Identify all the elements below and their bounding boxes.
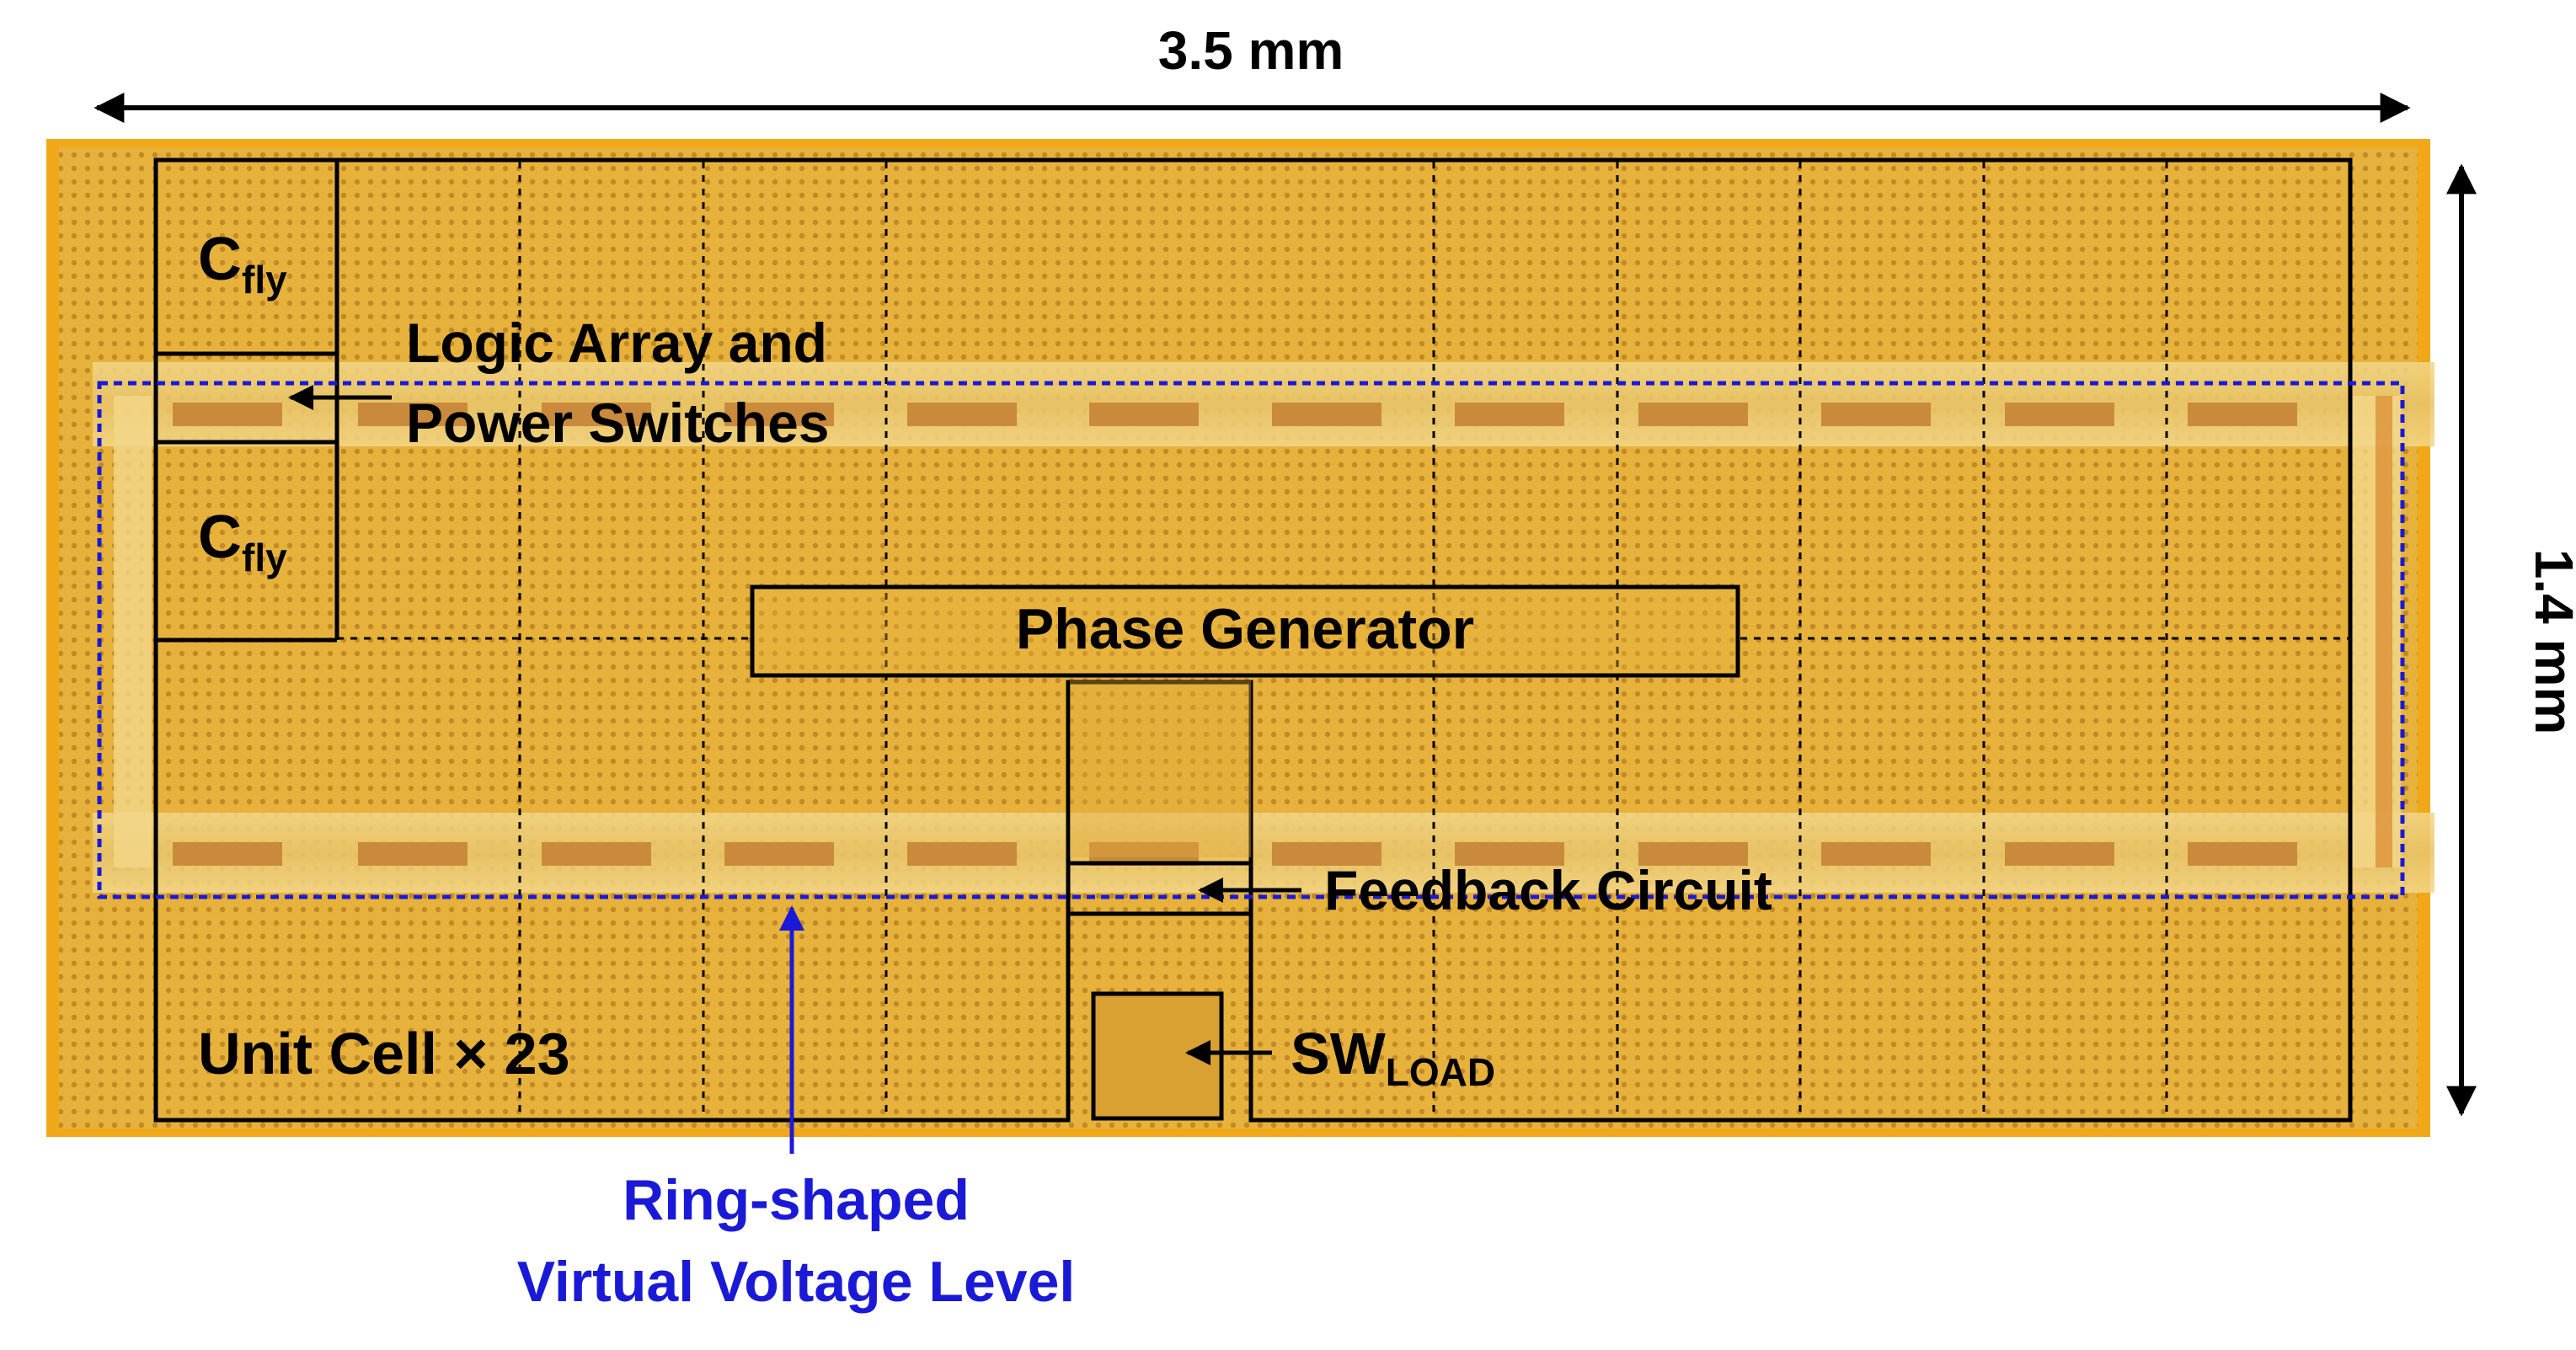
sw-load-main: SW (1291, 1021, 1386, 1086)
feedback-circuit-label: Feedback Circuit (1324, 859, 1772, 921)
band-segment (173, 403, 282, 426)
cfly-sub: fly (242, 536, 287, 579)
cfly-label-bottom: Cfly (198, 504, 287, 579)
band-segment (1638, 842, 1748, 866)
band-segment (358, 403, 468, 426)
logic-array-label-line1: Logic Array and (406, 312, 827, 374)
cfly-region (156, 160, 339, 643)
width-label: 3.5 mm (1158, 20, 1344, 81)
band-segment (358, 842, 468, 866)
band-segment (2005, 842, 2114, 866)
band-segment (2005, 403, 2114, 426)
band-segment (907, 403, 1017, 426)
cfly-sub: fly (242, 258, 287, 301)
band-segment (1455, 403, 1564, 426)
ring-virtual-voltage-outline (97, 381, 2405, 899)
band-segment (1089, 403, 1199, 426)
band-segment (1638, 403, 1748, 426)
height-label: 1.4 mm (2524, 549, 2576, 735)
cfly-label-top: Cfly (198, 226, 287, 301)
band-segment (1821, 403, 1931, 426)
svg-text:Cfly: Cfly (198, 226, 287, 301)
band-segment (542, 842, 651, 866)
band-segment (1455, 842, 1564, 866)
sw-load-label: SWLOAD (1291, 1021, 1495, 1094)
band-segment (907, 842, 1017, 866)
svg-text:Cfly: Cfly (198, 504, 287, 579)
band-segment (2188, 403, 2297, 426)
band-segment (724, 403, 834, 426)
band-segment (542, 403, 651, 426)
band-segment (724, 842, 834, 866)
sw-load-box (1091, 991, 1224, 1121)
band-segment (1272, 403, 1382, 426)
core-outline (153, 157, 2353, 1123)
phase-generator-label: Phase Generator (1016, 597, 1474, 661)
unit-cell-grid (337, 162, 2349, 1118)
ring-label-line2: Virtual Voltage Level (517, 1250, 1076, 1314)
sw-load-sub: LOAD (1386, 1050, 1495, 1094)
band-segment (1821, 842, 1931, 866)
phase-generator-box (750, 584, 1740, 678)
central-column (1068, 680, 1251, 916)
ring-label-line1: Ring-shaped (623, 1168, 970, 1232)
band-segment (173, 842, 282, 866)
cfly-main: C (198, 226, 242, 293)
logic-array-label-line2: Power Switches (406, 392, 830, 454)
band-segment (1272, 842, 1382, 866)
unit-cell-label: Unit Cell × 23 (198, 1021, 570, 1086)
cfly-main: C (198, 504, 242, 571)
band-segment (2188, 842, 2297, 866)
